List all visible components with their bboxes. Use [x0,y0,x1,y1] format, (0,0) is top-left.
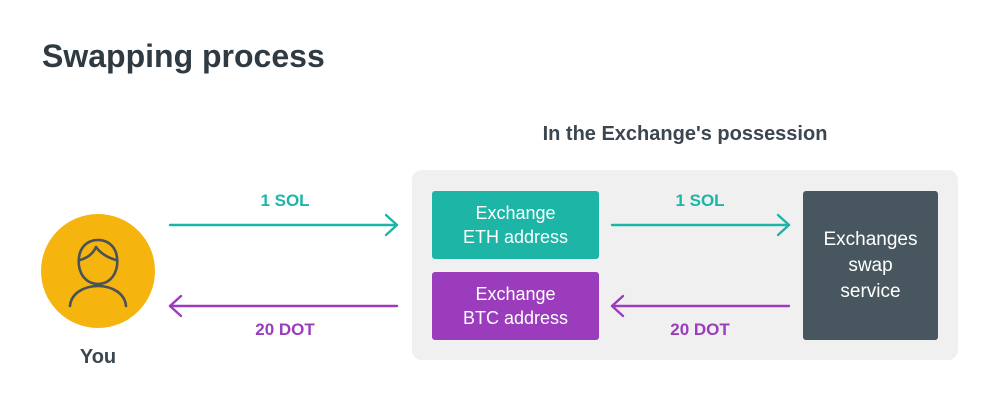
swap-box-line1: Exchanges [823,228,918,250]
eth-box-line1: Exchange [475,203,556,223]
btc-box-line2: BTC address [462,308,569,328]
user-icon [68,238,128,308]
you-label: You [79,346,117,368]
arrow-eth-to-swap [610,213,791,237]
swap-box-line3: service [840,280,901,302]
flow-label-btc-to-you: 20 DOT [255,320,315,339]
page-title: Swapping process [42,38,325,74]
you-avatar [41,214,155,328]
exchanges-swap-service-box: Exchanges swap service [803,191,938,340]
arrow-you-to-eth [168,213,399,237]
flow-label-eth-to-swap: 1 SOL [675,191,725,210]
arrow-swap-to-btc [610,294,791,318]
eth-box-line2: ETH address [462,227,569,247]
exchange-btc-address-box: Exchange BTC address [432,272,599,340]
flow-label-swap-to-btc: 20 DOT [670,320,730,339]
panel-title: In the Exchange's possession [542,123,828,145]
arrow-btc-to-you [168,294,399,318]
swap-box-line2: swap [848,254,893,276]
exchange-eth-address-box: Exchange ETH address [432,191,599,259]
btc-box-line1: Exchange [475,284,556,304]
flow-label-you-to-eth: 1 SOL [260,191,310,210]
